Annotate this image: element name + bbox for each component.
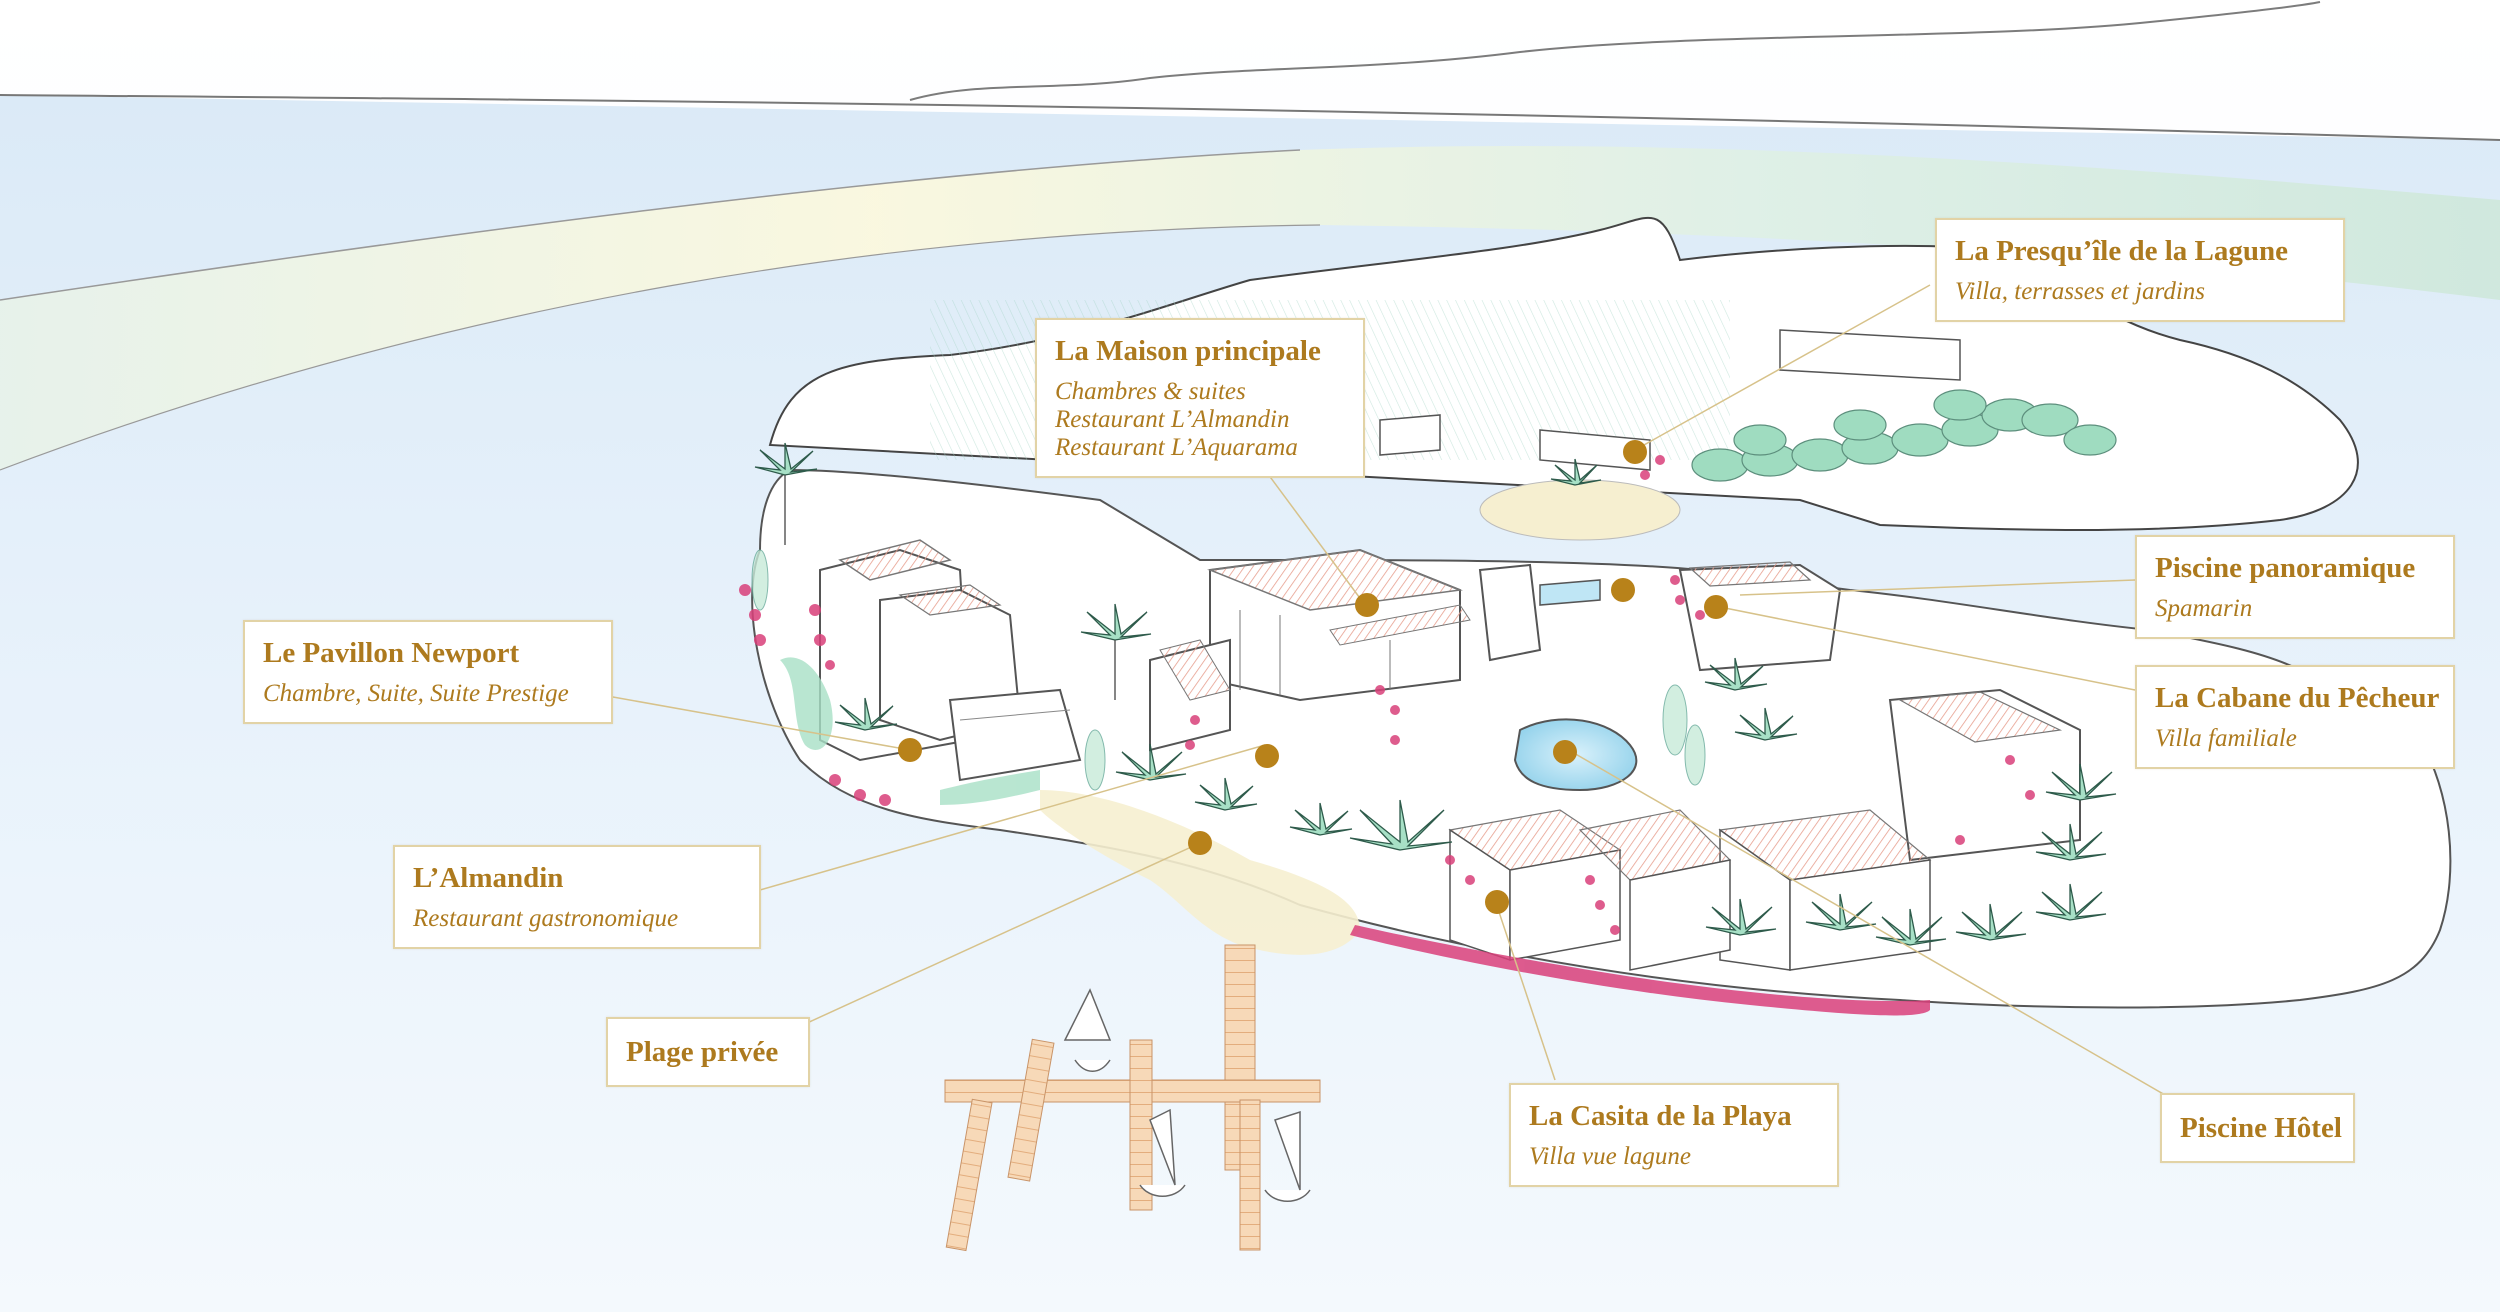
label-title: Plage privée — [626, 1036, 779, 1068]
label-title: La Cabane du Pêcheur — [2155, 682, 2440, 714]
marker-maison[interactable] — [1355, 593, 1379, 617]
label-newport[interactable]: Le Pavillon Newport Chambre, Suite, Suit… — [243, 620, 613, 724]
label-title: La Maison principale — [1055, 335, 1321, 367]
hotel-pool-buildings — [1718, 688, 2081, 971]
sand-spit-edge — [0, 149, 1301, 301]
label-subtitle: Chambres & suites — [1055, 378, 1246, 405]
marker-presquile[interactable] — [1623, 440, 1647, 464]
marker-plage[interactable] — [1188, 831, 1212, 855]
label-almandin[interactable]: L’Almandin Restaurant gastronomique — [393, 845, 761, 949]
palm-trees — [754, 442, 2117, 946]
sand-spit-edge-lower — [0, 224, 1321, 471]
hedges — [751, 549, 1706, 805]
marker-newport[interactable] — [898, 738, 922, 762]
label-subtitle: Villa, terrasses et jardins — [1955, 278, 2205, 305]
marker-piscine-pano[interactable] — [1611, 578, 1635, 602]
flower-borders — [739, 455, 2035, 1016]
label-subtitle: Restaurant L’Almandin — [1055, 406, 1290, 433]
marker-cabane[interactable] — [1704, 595, 1728, 619]
label-title: La Casita de la Playa — [1529, 1100, 1792, 1132]
cabane-buildings — [1678, 561, 1842, 672]
label-title: L’Almandin — [413, 862, 564, 894]
label-subtitle: Restaurant gastronomique — [413, 905, 679, 932]
label-maison[interactable]: La Maison principale Chambres & suites R… — [1035, 318, 1365, 478]
label-title: La Presqu’île de la Lagune — [1955, 235, 2288, 267]
sand-spit — [0, 146, 2500, 471]
location-markers — [898, 440, 1728, 914]
marker-piscine-hotel[interactable] — [1553, 740, 1577, 764]
label-subtitle: Spamarin — [2155, 595, 2253, 622]
casita-buildings — [1448, 809, 1732, 971]
horizon-hills — [909, 1, 2321, 101]
marina — [944, 944, 1321, 1252]
middle-buildings — [1149, 563, 1601, 752]
label-cabane[interactable]: La Cabane du Pêcheur Villa familiale — [2135, 665, 2455, 769]
marker-casita[interactable] — [1485, 890, 1509, 914]
horizon-line — [0, 94, 2500, 141]
label-subtitle: Chambre, Suite, Suite Prestige — [263, 680, 569, 707]
beach — [1040, 790, 1360, 955]
label-title: Piscine panoramique — [2155, 552, 2416, 584]
peninsula-trees — [1691, 389, 2117, 482]
label-subtitle: Villa vue lagune — [1529, 1143, 1691, 1170]
newport-buildings — [819, 539, 1082, 782]
label-title: Le Pavillon Newport — [263, 637, 520, 669]
label-plage[interactable]: Plage privée — [606, 1017, 810, 1087]
presquile-villas — [1379, 329, 1961, 541]
label-subtitle: Villa familiale — [2155, 725, 2297, 752]
leader-lines — [612, 284, 2166, 1096]
label-piscine-pano[interactable]: Piscine panoramique Spamarin — [2135, 535, 2455, 639]
marker-almandin[interactable] — [1255, 744, 1279, 768]
main-house-building — [1207, 548, 1471, 702]
label-piscine-hotel[interactable]: Piscine Hôtel — [2160, 1093, 2355, 1163]
label-subtitle: Restaurant L’Aquarama — [1055, 434, 1298, 461]
label-casita[interactable]: La Casita de la Playa Villa vue lagune — [1509, 1083, 1839, 1187]
label-title: Piscine Hôtel — [2180, 1112, 2342, 1144]
label-presquile[interactable]: La Presqu’île de la Lagune Villa, terras… — [1935, 218, 2345, 322]
